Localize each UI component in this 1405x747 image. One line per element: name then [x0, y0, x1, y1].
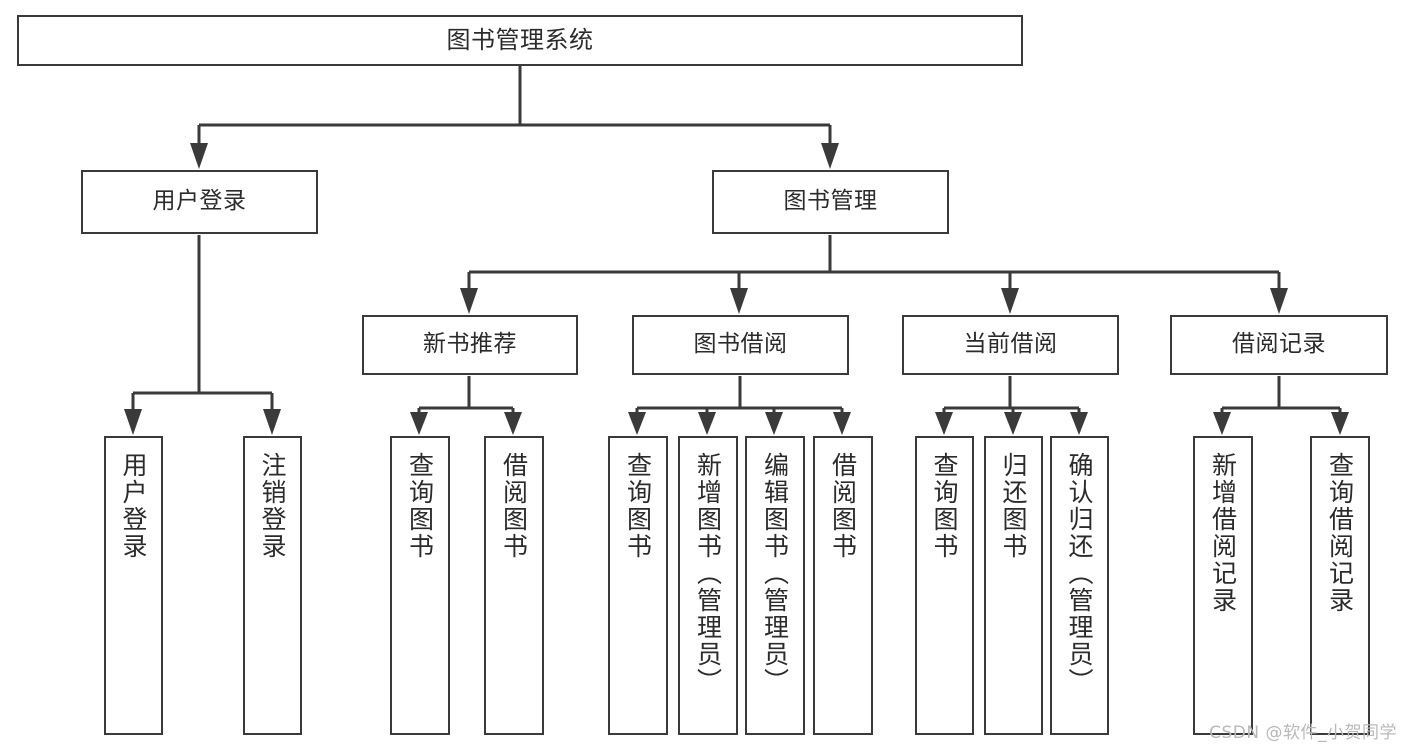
- node-label: 查询图书: [405, 452, 435, 560]
- leaf-current-borrow-confirm-return[interactable]: 确认归还（管理员）: [1050, 436, 1109, 735]
- node-new-book-recommend[interactable]: 新书推荐: [362, 315, 578, 375]
- node-user-login[interactable]: 用户登录: [81, 170, 318, 234]
- node-label: 用户登录: [152, 188, 247, 215]
- leaf-book-borrow-edit[interactable]: 编辑图书（管理员）: [745, 436, 805, 735]
- node-label: 图书管理: [783, 188, 878, 215]
- node-label: 查询图书: [930, 452, 959, 560]
- leaf-borrow-record-add[interactable]: 新增借阅记录: [1193, 436, 1253, 735]
- node-label: 新增图书（管理员）: [693, 452, 723, 695]
- node-label: 图书借阅: [693, 331, 788, 358]
- node-label: 借阅记录: [1232, 331, 1326, 358]
- node-borrow-record[interactable]: 借阅记录: [1170, 315, 1388, 375]
- leaf-current-borrow-query[interactable]: 查询图书: [915, 436, 974, 735]
- node-book-management[interactable]: 图书管理: [712, 170, 949, 234]
- node-label: 新书推荐: [423, 331, 517, 358]
- node-label: 注销登录: [258, 452, 287, 560]
- node-label: 确认归还（管理员）: [1065, 452, 1094, 695]
- node-label: 新增借阅记录: [1208, 452, 1238, 614]
- node-label: 查询借阅记录: [1325, 452, 1355, 614]
- node-label: 图书管理系统: [446, 26, 594, 55]
- leaf-new-book-borrow[interactable]: 借阅图书: [484, 436, 544, 735]
- node-label: 查询图书: [623, 452, 653, 560]
- node-label: 当前借阅: [963, 331, 1058, 358]
- leaf-book-borrow-borrow[interactable]: 借阅图书: [813, 436, 873, 735]
- node-label: 借阅图书: [499, 452, 529, 560]
- node-book-borrow[interactable]: 图书借阅: [632, 315, 849, 375]
- watermark-text: CSDN @软件_小贺同学: [1209, 723, 1397, 743]
- node-current-borrow[interactable]: 当前借阅: [902, 315, 1119, 375]
- leaf-new-book-query[interactable]: 查询图书: [390, 436, 450, 735]
- leaf-book-borrow-query[interactable]: 查询图书: [608, 436, 668, 735]
- node-label: 借阅图书: [828, 452, 858, 560]
- leaf-user-login-login[interactable]: 用户登录: [104, 436, 163, 735]
- leaf-borrow-record-query[interactable]: 查询借阅记录: [1310, 436, 1370, 735]
- node-label: 编辑图书（管理员）: [760, 452, 790, 695]
- leaf-user-login-logout[interactable]: 注销登录: [243, 436, 302, 735]
- leaf-book-borrow-add[interactable]: 新增图书（管理员）: [678, 436, 738, 735]
- leaf-current-borrow-return[interactable]: 归还图书: [984, 436, 1043, 735]
- node-root-book-management-system[interactable]: 图书管理系统: [17, 15, 1023, 66]
- node-label: 归还图书: [999, 452, 1028, 560]
- node-label: 用户登录: [119, 452, 148, 560]
